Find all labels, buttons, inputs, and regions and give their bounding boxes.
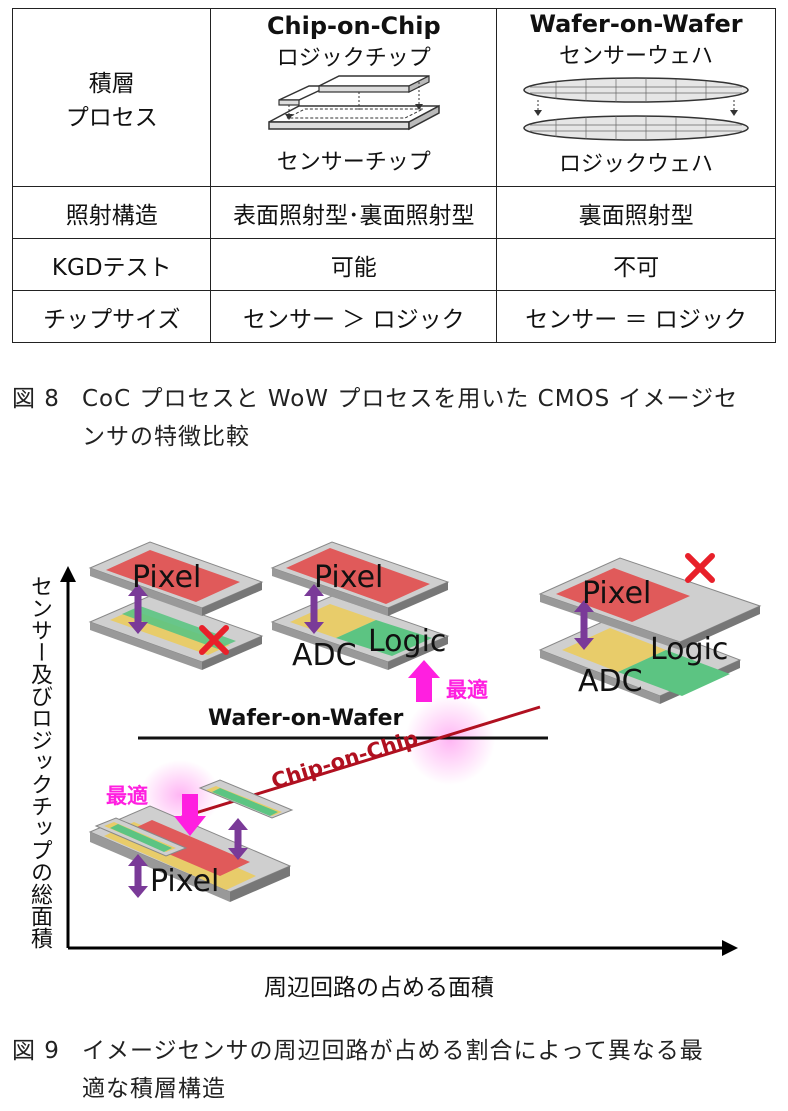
caption-line: イメージセンサの周辺回路が占める割合によって異なる最 — [82, 1038, 704, 1064]
coc-cell: 表面照射型･裏面照射型 — [210, 186, 498, 239]
cross-icon — [199, 625, 229, 655]
optimal-arrow-icon — [182, 794, 198, 818]
wow-cell: 裏面照射型 — [496, 186, 776, 239]
process-label-line1: 積層 — [88, 70, 135, 97]
pixel-label: Pixel — [150, 864, 220, 899]
table-row: KGDテスト 可能 不可 — [11, 238, 776, 291]
row-label: KGDテスト — [11, 238, 212, 291]
wow-cell: センサー ＝ ロジック — [496, 290, 776, 343]
wow-top-label: センサーウェハ — [559, 43, 714, 69]
caption-line: ンサの特徴比較 — [82, 424, 250, 450]
figure-8-caption: 図 8 CoC プロセスと WoW プロセスを用いた CMOS イメージセ ンサの… — [12, 380, 782, 456]
coc-line — [139, 705, 541, 832]
comparison-table: 積層 プロセス Chip-on-Chip ロジックチップ — [11, 8, 776, 343]
y-axis-label: センサー及びロジックチップの総面積 — [27, 575, 52, 949]
pixel-label: Pixel — [582, 576, 652, 611]
wow-header-cell: Wafer-on-Wafer センサーウェハ — [496, 8, 776, 187]
figure-number: 図 8 — [12, 386, 60, 412]
coc-bottom-label: センサーチップ — [276, 149, 431, 175]
coc-cell: 可能 — [210, 238, 498, 291]
row-label-process: 積層 プロセス — [11, 8, 212, 187]
optimal-arrow-icon — [416, 676, 432, 702]
adc-label: ADC — [578, 664, 643, 699]
coc-stack — [88, 779, 294, 902]
coc-cell: センサー ＞ ロジック — [210, 290, 498, 343]
wow-cell: 不可 — [496, 238, 776, 291]
logic-label: Logic — [650, 632, 729, 667]
wow-line-label: Wafer-on-Wafer — [208, 706, 404, 731]
coc-header-cell: Chip-on-Chip ロジックチップ — [210, 8, 498, 187]
table-row: チップサイズ センサー ＞ ロジック センサー ＝ ロジック — [11, 290, 776, 343]
process-label-line2: プロセス — [65, 104, 158, 131]
stacking-diagram — [60, 541, 762, 956]
cross-icon — [685, 553, 715, 583]
coc-top-label: ロジックチップ — [276, 45, 431, 71]
caption-line: 適な積層構造 — [82, 1076, 226, 1102]
middle-stack — [270, 541, 450, 702]
y-axis — [60, 566, 76, 948]
caption-line: CoC プロセスと WoW プロセスを用いた CMOS イメージセ — [82, 386, 739, 412]
wafer-stack-illustration — [523, 76, 749, 141]
pixel-label: Pixel — [132, 560, 202, 595]
optimal-label: 最適 — [446, 678, 488, 702]
wow-title: Wafer-on-Wafer — [529, 9, 743, 38]
figure-9-caption: 図 9 イメージセンサの周辺回路が占める割合によって異なる最 適な積層構造 — [12, 1032, 782, 1108]
row-label: チップサイズ — [11, 290, 212, 343]
left-stack — [88, 541, 264, 670]
figure-number: 図 9 — [12, 1038, 60, 1064]
table-row: 照射構造 表面照射型･裏面照射型 裏面照射型 — [11, 186, 776, 239]
adc-label: ADC — [292, 638, 357, 673]
row-label: 照射構造 — [11, 186, 212, 239]
optimal-glow-wow — [405, 695, 495, 785]
chip-stack-illustration — [268, 74, 440, 130]
logic-label: Logic — [368, 624, 447, 659]
x-axis — [68, 940, 738, 956]
optimal-label: 最適 — [106, 784, 148, 808]
pixel-label: Pixel — [314, 560, 384, 595]
coc-title: Chip-on-Chip — [266, 11, 441, 40]
x-axis-label: 周辺回路の占める面積 — [264, 975, 494, 1001]
right-stack — [538, 553, 762, 704]
wow-bottom-label: ロジックウェハ — [559, 151, 714, 177]
